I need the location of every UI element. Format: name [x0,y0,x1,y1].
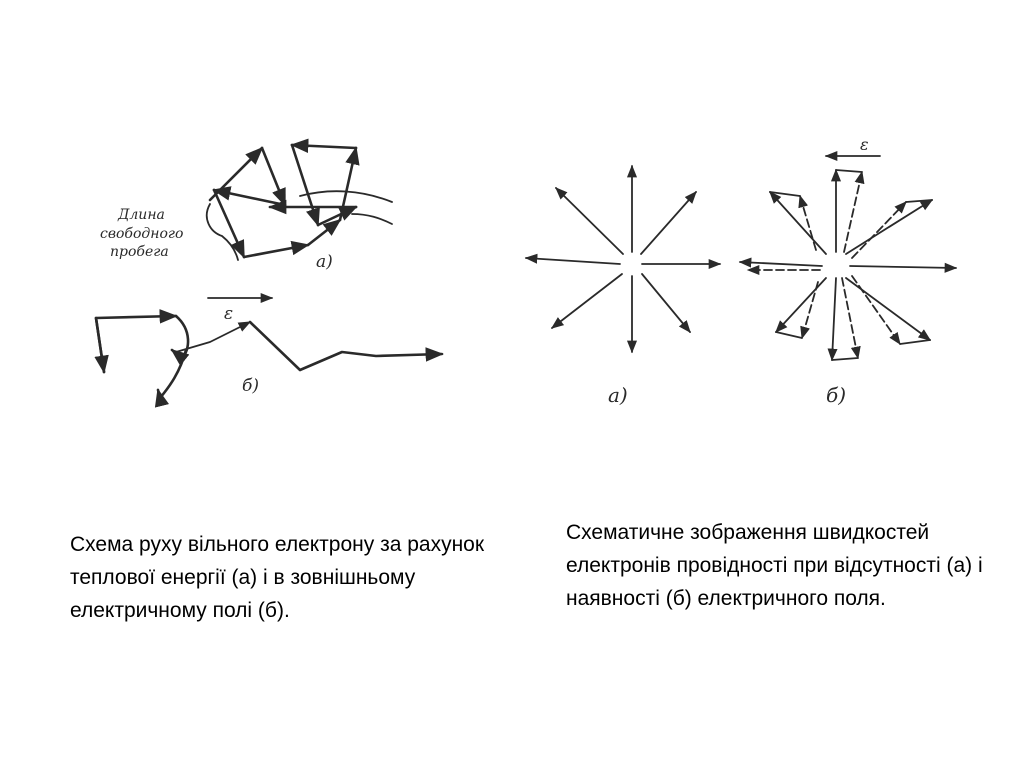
free-path-label-line-2: свободного [100,226,183,242]
electron-motion-figure: Длина свободного пробега а) ε б) а) ε [94,135,958,408]
drift-path-b [94,309,444,408]
velocity-star-b [738,168,958,362]
right-label-b: б) [826,383,846,407]
velocity-star-a [524,164,722,354]
free-path-label-line-3: пробега [110,244,169,260]
caption-thermal-motion: Схема руху вільного електрону за рахунок… [70,533,485,622]
free-path-bracket [205,203,239,261]
left-label-a: а) [316,252,333,272]
caption-velocity-distribution: Схематичне зображення швидкостей електро… [566,521,983,610]
field-symbol-left: ε [224,304,233,324]
free-path-label-line-1: Длина [117,207,165,223]
field-symbol-right: ε [860,135,869,154]
right-label-a: а) [608,383,628,407]
random-walk-path-a [208,138,393,259]
left-label-b: б) [242,376,259,396]
